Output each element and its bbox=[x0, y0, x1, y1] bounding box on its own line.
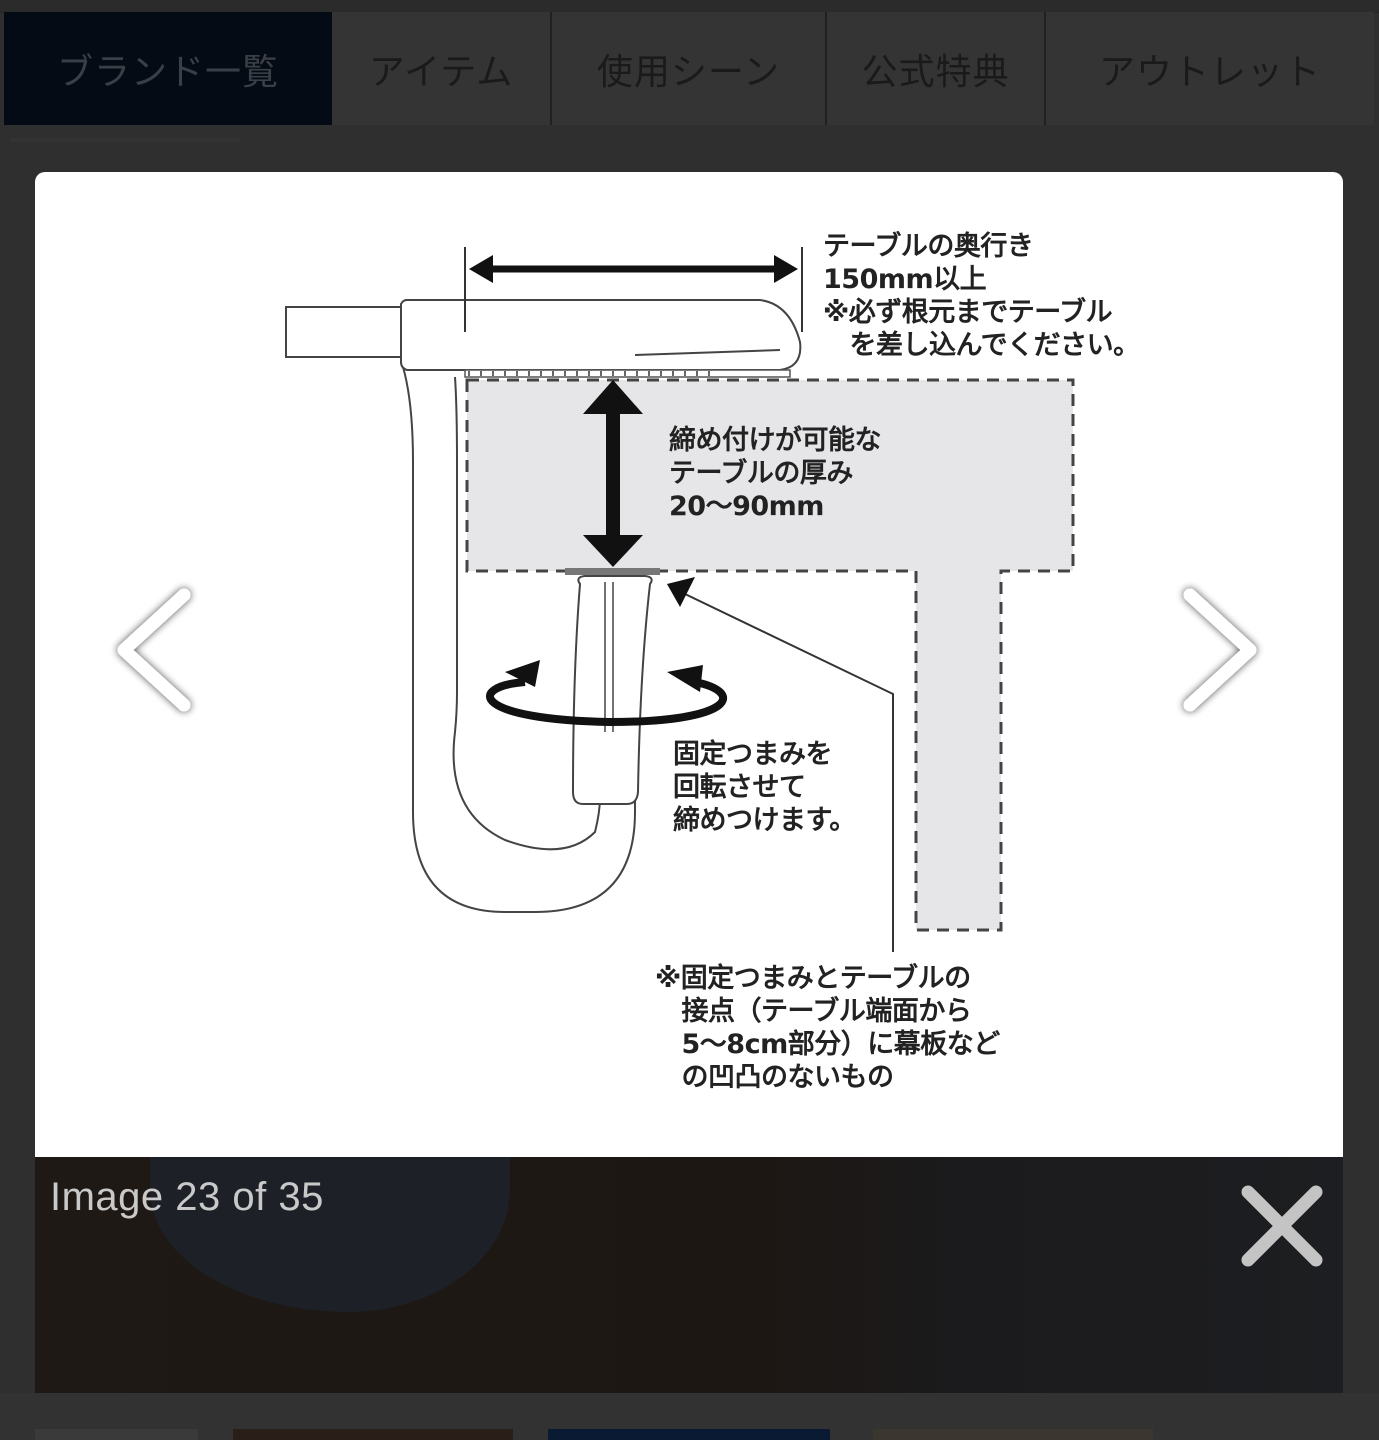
thumbnail[interactable] bbox=[35, 1429, 198, 1440]
thickness-label: 締め付けが可能な テーブルの厚み 20〜90mm bbox=[669, 425, 882, 522]
nav-item-brands[interactable]: ブランド一覧 bbox=[4, 12, 332, 125]
thumbnail[interactable] bbox=[233, 1429, 513, 1440]
knob-instruction-label: 固定つまみを 回転させて 締めつけます。 bbox=[673, 739, 856, 836]
contact-note-label: ※固定つまみとテーブルの 接点（テーブル端面から 5〜8cm部分）に幕板など の… bbox=[655, 963, 1000, 1093]
chevron-left-icon bbox=[117, 588, 191, 712]
page-background bbox=[0, 125, 1379, 173]
close-icon bbox=[1241, 1185, 1323, 1267]
nav-item-items[interactable]: アイテム bbox=[332, 12, 552, 125]
nav-item-usage-scenes[interactable]: 使用シーン bbox=[552, 12, 827, 125]
table-clamp-diagram: テーブルの奥行き 150mm以上 ※必ず根元までテーブル を差し込んでください。… bbox=[35, 172, 1343, 1157]
thumbnail-strip bbox=[0, 1393, 1379, 1440]
close-lightbox-button[interactable] bbox=[1238, 1182, 1326, 1270]
prev-image-button[interactable] bbox=[102, 575, 202, 725]
category-nav: ブランド一覧 アイテム 使用シーン 公式特典 アウトレット bbox=[4, 12, 1374, 125]
thumbnail[interactable] bbox=[873, 1429, 1153, 1440]
next-image-button[interactable] bbox=[1172, 575, 1272, 725]
image-counter: Image 23 of 35 bbox=[50, 1175, 324, 1219]
chevron-right-icon bbox=[1183, 588, 1257, 712]
diagram-drawing bbox=[285, 247, 1075, 952]
thumbnail[interactable] bbox=[548, 1429, 830, 1440]
nav-item-official-benefits[interactable]: 公式特典 bbox=[827, 12, 1046, 125]
dimmed-breadcrumb bbox=[10, 138, 240, 142]
nav-item-outlet[interactable]: アウトレット bbox=[1098, 51, 1321, 93]
depth-label: テーブルの奥行き 150mm以上 ※必ず根元までテーブル を差し込んでください。 bbox=[823, 231, 1140, 361]
lightbox-image: テーブルの奥行き 150mm以上 ※必ず根元までテーブル を差し込んでください。… bbox=[35, 172, 1343, 1157]
caption-bar bbox=[35, 1157, 1343, 1393]
